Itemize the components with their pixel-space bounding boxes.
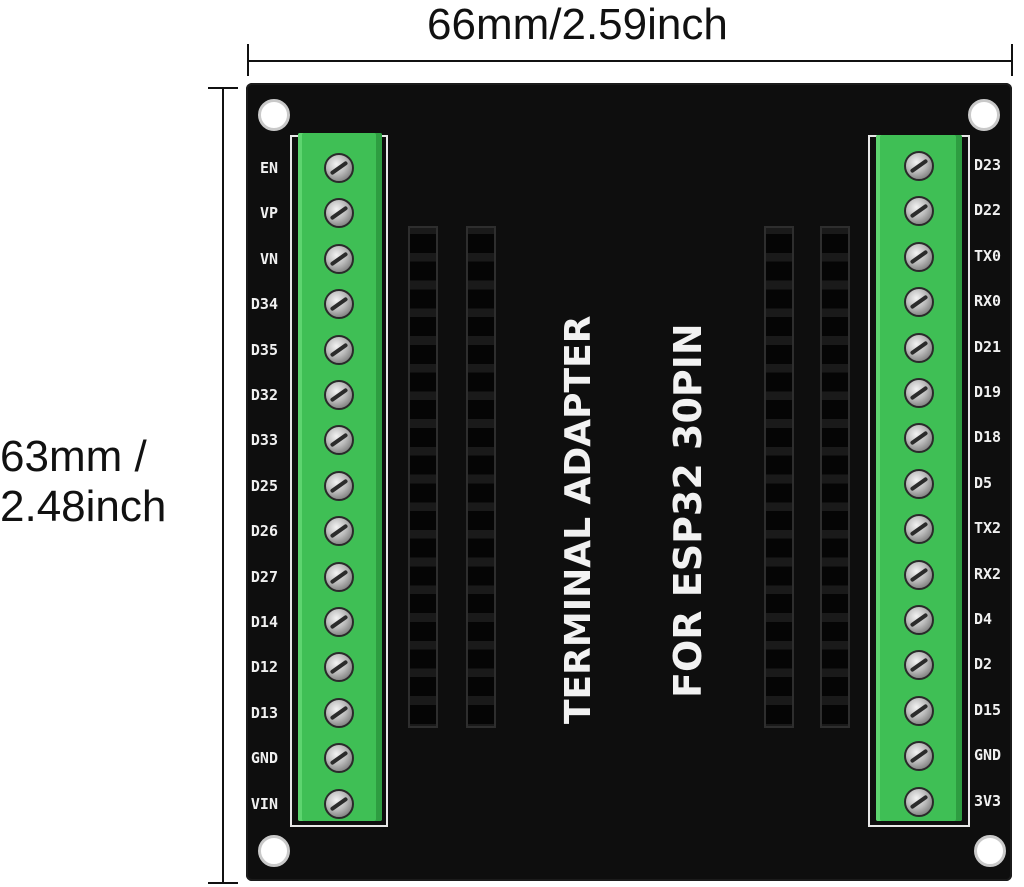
screw-icon (904, 559, 934, 590)
screw-icon (324, 743, 354, 774)
right-pin-label: TX0 (974, 246, 1002, 265)
left-pin-label: D12 (250, 658, 278, 677)
left-pin-label: D35 (250, 340, 278, 359)
screw-icon (324, 334, 354, 365)
screw-icon (904, 378, 934, 408)
left-pin-label: VN (259, 249, 278, 268)
right-pin-label: D22 (974, 201, 1002, 220)
screw-icon (324, 198, 354, 229)
screw-icon (324, 289, 354, 320)
mounting-hole-top-left (258, 99, 290, 131)
height-dimension-line (222, 88, 224, 884)
right-pin-label: D2 (974, 655, 993, 674)
left-pin-label: GND (250, 749, 278, 768)
screw-icon (904, 605, 934, 635)
right-pin-label: RX2 (974, 564, 1002, 583)
left-screw-terminal-block (298, 133, 382, 821)
screw-icon (904, 423, 934, 454)
right-pin-label: RX0 (974, 292, 1002, 311)
mounting-hole-bottom-left (258, 835, 290, 867)
width-dimension-tick-right (1011, 44, 1013, 76)
screw-icon (904, 196, 934, 227)
board-title-line1: TERMINAL ADAPTER (558, 315, 599, 724)
screw-icon (324, 652, 354, 683)
left-pin-label: D26 (250, 522, 278, 541)
height-dimension-tick-top (208, 87, 238, 89)
width-dimension-label: 66mm/2.59inch (427, 0, 728, 49)
screw-icon (324, 607, 354, 637)
screw-icon (324, 516, 354, 547)
left-pin-label: D34 (250, 295, 278, 314)
screw-icon (324, 561, 354, 592)
screw-icon (904, 741, 934, 772)
height-dimension-label-line2: 2.48inch (0, 482, 167, 531)
screw-icon (324, 425, 354, 456)
right-screw-terminal-block (876, 135, 962, 821)
screw-icon (904, 287, 934, 318)
board-title-line2: FOR ESP32 30PIN (666, 323, 710, 698)
right-pin-label: D5 (974, 473, 993, 492)
left-pin-label: D13 (250, 703, 278, 722)
screw-icon (904, 468, 934, 499)
right-pin-label: D21 (974, 337, 1002, 356)
screw-icon (904, 241, 934, 272)
screw-icon (904, 786, 934, 817)
screw-icon (904, 332, 934, 363)
screw-icon (324, 380, 354, 410)
screw-icon (324, 153, 354, 183)
female-header-2 (466, 226, 496, 728)
left-pin-label: EN (259, 159, 278, 177)
screw-icon (904, 695, 934, 726)
width-dimension-tick-left (247, 44, 249, 76)
right-pin-label: 3V3 (974, 791, 1002, 810)
left-pin-label: D14 (250, 613, 278, 631)
screw-icon (324, 697, 354, 728)
screw-icon (904, 650, 934, 681)
right-pin-label: D23 (974, 156, 1002, 174)
left-pin-label: D32 (250, 386, 278, 404)
right-pin-label: TX2 (974, 519, 1002, 538)
right-pin-label: GND (974, 746, 1002, 765)
screw-icon (324, 243, 354, 274)
right-pin-label: D19 (974, 383, 1002, 401)
female-header-4 (820, 226, 850, 728)
left-pin-label: VP (259, 204, 278, 223)
height-dimension-label: 63mm / 2.48inch (0, 432, 166, 532)
screw-icon (324, 788, 354, 819)
screw-icon (324, 470, 354, 501)
female-header-1 (408, 226, 438, 728)
right-pin-label: D15 (974, 700, 1002, 719)
mounting-hole-top-right (968, 99, 1000, 131)
height-dimension-label-line1: 63mm / (0, 432, 147, 481)
mounting-hole-bottom-right (974, 835, 1006, 867)
left-pin-label: D33 (250, 431, 278, 450)
female-header-3 (764, 226, 794, 728)
screw-icon (904, 514, 934, 545)
left-pin-label: D25 (250, 476, 278, 495)
left-pin-label: VIN (250, 794, 278, 813)
right-pin-label: D18 (974, 428, 1002, 447)
width-dimension-line (248, 60, 1012, 62)
screw-icon (904, 151, 934, 181)
right-pin-label: D4 (974, 610, 993, 628)
height-dimension-tick-bottom (208, 882, 238, 884)
left-pin-label: D27 (250, 567, 278, 586)
